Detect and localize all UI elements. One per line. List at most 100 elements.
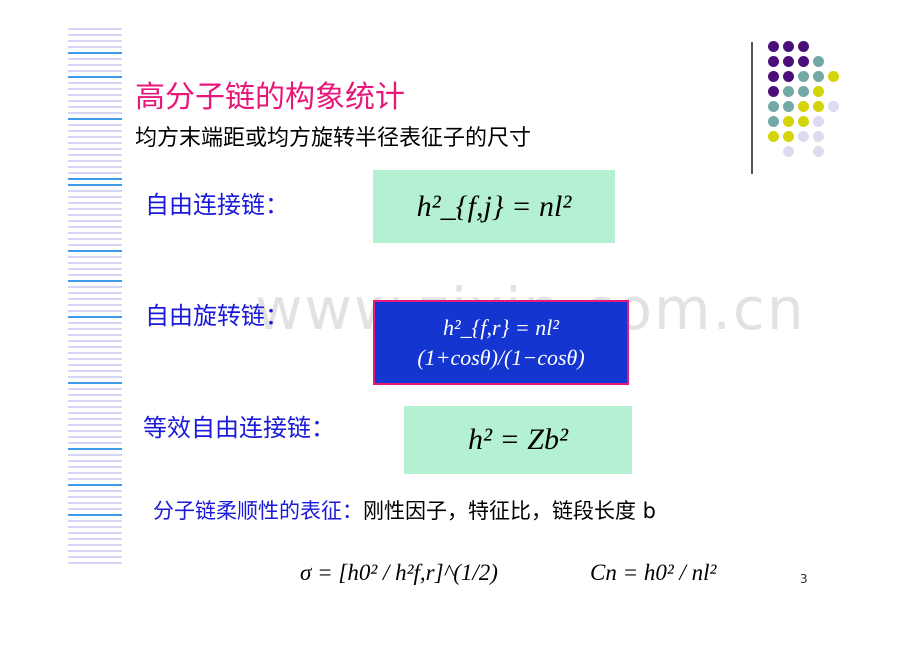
decorative-dot [768,56,779,67]
formula-equivalent-chain: h² = Zb² [468,423,568,456]
stripe-line [68,154,122,156]
decorative-dot [813,116,824,127]
flexibility-terms: 刚性因子，特征比，链段长度 b [363,499,657,523]
stripe-line [68,142,122,144]
stripe-line [68,526,122,528]
stripe-line [68,388,122,390]
stripe-line [68,274,122,276]
stripe-line [68,52,122,54]
stripe-line [68,172,122,174]
decorative-dot [813,146,824,157]
stripe-line [68,472,122,474]
formula-free-rotation-box: h²_{f,r} = nl² (1+cosθ)/(1−cosθ) [373,300,629,385]
decorative-dot [813,71,824,82]
stripe-line [68,346,122,348]
stripe-line [68,286,122,288]
stripe-line [68,292,122,294]
stripe-line [68,58,122,60]
flexibility-line: 分子链柔顺性的表征：刚性因子，特征比，链段长度 b [153,495,656,525]
decorative-dot [798,116,809,127]
stripe-line [68,430,122,432]
formula-sigma: σ = [h0² / h²f,r]^(1/2) [300,560,498,585]
stripe-line [68,88,122,90]
stripe-line [68,46,122,48]
stripe-line [68,220,122,222]
stripe-line [68,208,122,210]
stripe-line [68,106,122,108]
stripe-line [68,406,122,408]
stripe-line [68,382,122,384]
stripe-line [68,442,122,444]
stripe-line [68,226,122,228]
stripe-line [68,238,122,240]
decorative-dot [783,56,794,67]
label-freely-jointed: 自由连接链： [145,191,289,219]
stripe-line [68,496,122,498]
decorative-dot [828,101,839,112]
stripe-line [68,466,122,468]
stripe-line [68,202,122,204]
stripe-line [68,148,122,150]
stripe-line [68,64,122,66]
stripe-line [68,310,122,312]
decorative-dot [768,71,779,82]
decorative-dot [813,101,824,112]
stripe-line [68,28,122,30]
slide-subtitle: 均方末端距或均方旋转半径表征子的尺寸 [135,126,532,151]
stripe-line [68,256,122,258]
decorative-dot [798,41,809,52]
label-free-rotation: 自由旋转链： [145,302,289,330]
stripe-line [68,328,122,330]
stripe-line [68,304,122,306]
stripe-line [68,508,122,510]
decorative-dot [783,101,794,112]
stripe-line [68,556,122,558]
stripe-line [68,322,122,324]
decorative-dot [813,86,824,97]
decorative-dot [783,146,794,157]
decorative-dot [798,71,809,82]
stripe-line [68,280,122,282]
stripe-line [68,40,122,42]
formula-characteristic-ratio: Cn = h0² / nl² [590,560,717,585]
stripe-line [68,364,122,366]
stripe-line [68,190,122,192]
stripe-line [68,532,122,534]
formula-freely-jointed-box: h²_{f,j} = nl² [373,170,615,243]
decorative-dot [798,56,809,67]
stripe-line [68,124,122,126]
stripe-line [68,340,122,342]
decorative-dot [798,131,809,142]
flexibility-label: 分子链柔顺性的表征： [153,499,363,523]
stripe-line [68,484,122,486]
stripe-line [68,418,122,420]
stripe-line [68,262,122,264]
stripe-line [68,244,122,246]
label-equivalent-chain: 等效自由连接链： [143,414,335,442]
stripe-line [68,376,122,378]
stripe-line [68,550,122,552]
decorative-dot [783,71,794,82]
formula-freely-jointed: h²_{f,j} = nl² [416,189,572,223]
stripe-line [68,250,122,252]
decorative-dot [813,56,824,67]
stripe-line [68,100,122,102]
stripe-line [68,394,122,396]
decorative-dot [768,116,779,127]
decorative-dot [768,131,779,142]
decorative-dot [768,101,779,112]
stripe-line [68,118,122,120]
stripe-line [68,358,122,360]
stripe-line [68,268,122,270]
stripe-line [68,130,122,132]
stripe-line [68,460,122,462]
stripe-line [68,454,122,456]
stripe-line [68,214,122,216]
stripe-line [68,370,122,372]
page-number: 3 [800,572,808,586]
decorative-dot [768,86,779,97]
stripe-line [68,34,122,36]
stripe-line [68,538,122,540]
stripe-line [68,514,122,516]
